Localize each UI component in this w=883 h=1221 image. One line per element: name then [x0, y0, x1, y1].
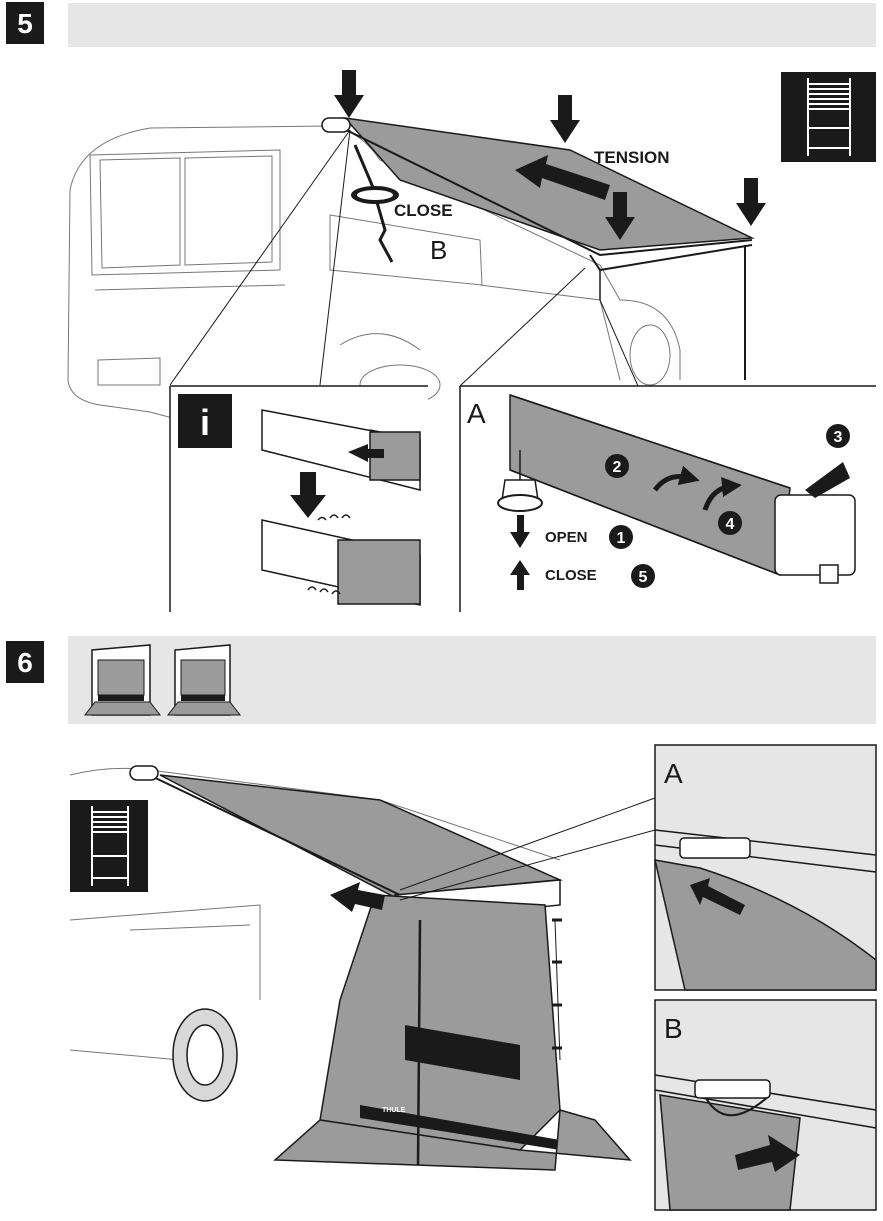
detail-panel-6a: A: [655, 745, 876, 990]
label-6b: B: [664, 1013, 683, 1044]
ladder-icon: [70, 800, 148, 892]
callout-line: [600, 300, 638, 386]
svg-text:5: 5: [639, 569, 648, 586]
ladder-icon: [781, 72, 876, 162]
callout-line: [460, 268, 585, 386]
marker-3: 3: [826, 424, 850, 448]
step-6-number: 6: [17, 647, 33, 678]
tent-side-panel-icon: [85, 645, 160, 715]
tent-side-panel-icon: [168, 645, 240, 715]
close-label-b: CLOSE: [394, 201, 453, 220]
step-5-number: 5: [17, 8, 33, 39]
marker-1: 1: [609, 525, 633, 549]
close-label-a: CLOSE: [545, 567, 597, 584]
svg-text:3: 3: [834, 429, 843, 446]
svg-text:4: 4: [726, 516, 735, 533]
svg-text:1: 1: [617, 530, 626, 547]
step-6-header: 6: [6, 636, 876, 724]
open-label: OPEN: [545, 529, 588, 546]
rotate-icon: [498, 495, 542, 511]
awning-with-tent: THULE: [130, 766, 630, 1170]
info-panel: i: [170, 386, 428, 612]
brand-label: THULE: [382, 1107, 406, 1114]
label-6a: A: [664, 758, 683, 789]
marker-5: 5: [631, 564, 655, 588]
marker-4: 4: [718, 511, 742, 535]
step-5-header-band: [68, 3, 876, 47]
label-b: B: [430, 235, 447, 265]
label-a: A: [467, 398, 486, 429]
callout-line: [320, 130, 350, 385]
callout-line: [170, 130, 350, 385]
step-5-header: 5: [6, 2, 876, 47]
tension-label: TENSION: [594, 148, 670, 167]
marker-2: 2: [605, 454, 629, 478]
detail-panel-a: A 1 2 3 4 5 OPEN: [460, 386, 876, 612]
awning-end-cap: [322, 118, 350, 132]
svg-text:2: 2: [613, 459, 622, 476]
info-label: i: [200, 402, 210, 443]
detail-panel-6b: B: [655, 1000, 876, 1210]
